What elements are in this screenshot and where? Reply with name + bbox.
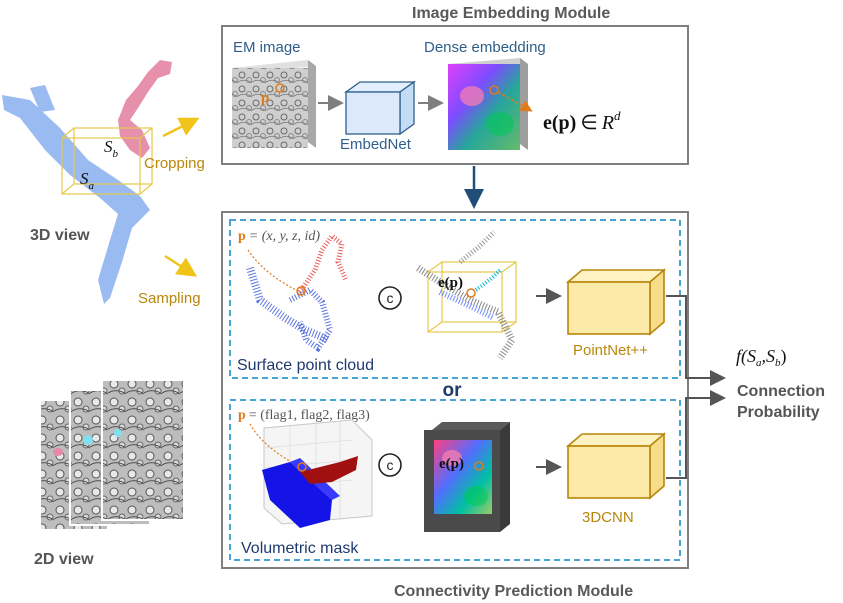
crop-box-back <box>73 127 153 185</box>
point-embed-label: e(p) <box>438 275 463 291</box>
dense-embedding-cube <box>448 58 528 150</box>
volumetric-mask-caption: Volumetric mask <box>241 540 359 557</box>
output-line1: Connection <box>737 383 825 400</box>
em-image-label: EM image <box>233 39 301 56</box>
output-line2: Probability <box>737 404 820 421</box>
embednet-block <box>343 80 417 136</box>
cropping-label: Cropping <box>144 155 205 172</box>
crop-box-front <box>61 137 141 195</box>
volume-branch-box <box>229 399 681 561</box>
embednet-label: EmbedNet <box>340 136 412 153</box>
em-point-label: p <box>261 90 269 106</box>
view-3d-label: 3D view <box>30 227 90 244</box>
prediction-module-title: Connectivity Prediction Module <box>394 583 633 600</box>
segment-a-label: Sa <box>80 169 95 192</box>
or-label: or <box>443 380 463 401</box>
volume-embed-label: e(p) <box>439 456 464 472</box>
concat-label-bottom: c <box>387 457 394 473</box>
point-def: p= (x, y, z, id) <box>238 229 320 244</box>
3dcnn-block <box>565 432 667 500</box>
sampling-arrow <box>164 254 198 277</box>
neuron-3d-view <box>2 60 172 304</box>
point-cloud-embedded <box>416 230 517 360</box>
3dcnn-output-arrow <box>666 390 726 479</box>
3dcnn-label: 3DCNN <box>582 509 634 526</box>
concat-label-top: c <box>387 290 394 306</box>
volumetric-mask-plot <box>249 419 373 528</box>
point-branch-box <box>229 219 681 379</box>
surface-point-cloud <box>246 232 349 353</box>
pointnet-output-arrow <box>666 295 726 386</box>
dense-embedding-label: Dense embedding <box>424 39 546 56</box>
volume-embedded-cube <box>424 422 510 532</box>
pointnet-block <box>565 268 667 336</box>
volume-point-def: p= (flag1, flag2, flag3) <box>238 408 370 423</box>
view-2d-label: 2D view <box>34 551 94 568</box>
em-image-cube <box>232 60 316 148</box>
pointnet-label: PointNet++ <box>573 342 648 359</box>
segment-b-shape <box>118 60 172 158</box>
concat-symbol-top <box>378 286 402 310</box>
sampling-label: Sampling <box>138 290 201 307</box>
concat-symbol-bottom <box>378 453 402 477</box>
prediction-module-box <box>221 211 689 569</box>
cropping-arrow <box>162 117 200 138</box>
output-function: f(Sa,Sb) <box>736 346 787 369</box>
slice-segment-b-mark <box>53 448 63 456</box>
em-slice-stack <box>39 379 185 531</box>
embedding-module-title: Image Embedding Module <box>412 5 610 22</box>
segment-b-label: Sb <box>104 137 119 160</box>
slice-segment-a-mark <box>83 435 93 445</box>
segment-a-shape <box>2 85 150 304</box>
point-cloud-caption: Surface point cloud <box>237 357 374 374</box>
embedding-formula: e(p)∈Rd <box>543 108 621 134</box>
embedding-module-box <box>221 25 689 165</box>
